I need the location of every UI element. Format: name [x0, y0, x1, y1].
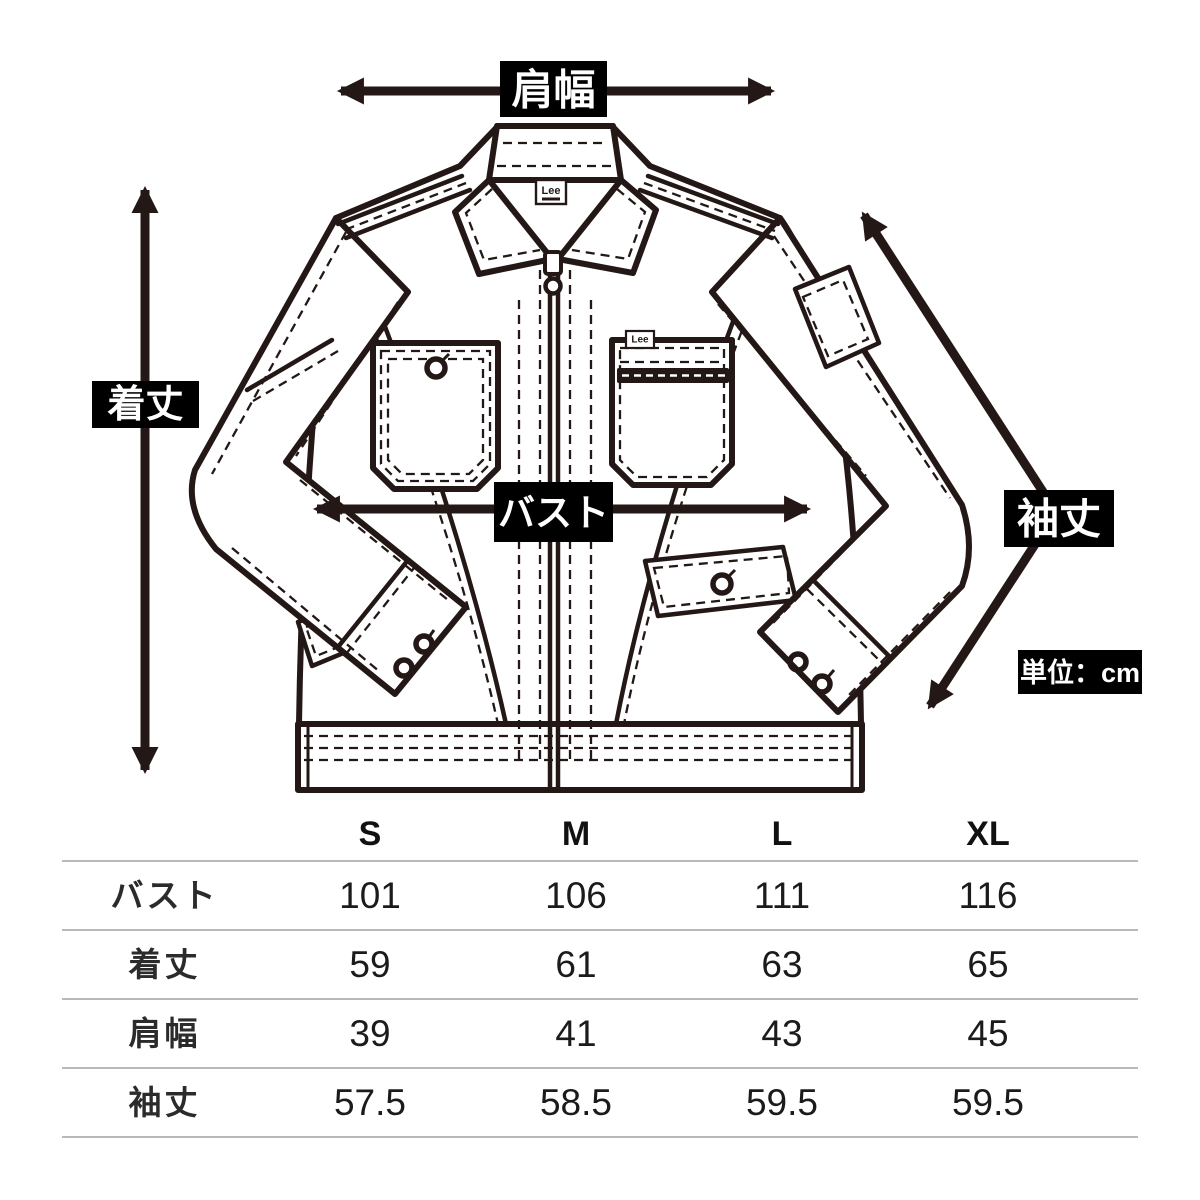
cell-value: 43 — [761, 1013, 803, 1054]
table-row-body-length: 着丈 59 61 63 65 — [62, 931, 1138, 1000]
cell-value: 41 — [555, 1013, 597, 1054]
unit-note: 単位：cm — [1018, 650, 1142, 694]
cell-value: 45 — [967, 1013, 1009, 1054]
body-length-label-text: 着丈 — [107, 384, 183, 426]
body-length-label: 着丈 — [92, 381, 199, 428]
table-row-shoulder-width: 肩幅 39 41 43 45 — [62, 1000, 1138, 1069]
collar-brand-tag — [534, 178, 568, 206]
header-cell-size: M — [561, 815, 591, 853]
bust-label: バスト — [494, 482, 613, 542]
header-cell-size: S — [358, 815, 382, 853]
table-row-bust: バスト 101 106 111 116 — [62, 862, 1138, 931]
cell-value: 59.5 — [951, 1082, 1024, 1123]
right-chest-pocket: Lee — [609, 329, 735, 488]
table-row-sleeve-length: 袖丈 57.5 58.5 59.5 59.5 — [62, 1069, 1138, 1138]
zipper-slider — [543, 250, 563, 276]
cell-value: 111 — [753, 875, 811, 916]
unit-note-text: 単位：cm — [1020, 657, 1140, 688]
jacket-collar: Lee — [335, 123, 781, 296]
cell-value: 65 — [967, 944, 1009, 985]
cell-value: 58.5 — [539, 1082, 612, 1123]
cell-value: 57.5 — [333, 1082, 406, 1123]
header-cell-size: L — [771, 815, 793, 853]
bust-label-text: バスト — [498, 493, 609, 534]
left-chest-pocket — [370, 340, 501, 492]
pocket-brand-tag-text: Lee — [631, 335, 649, 346]
row-label: 肩幅 — [128, 1015, 201, 1052]
pocket-brand-tag — [624, 329, 656, 350]
cell-value: 39 — [349, 1013, 391, 1054]
shoulder-width-label-text: 肩幅 — [511, 67, 595, 114]
sleeve-length-label-text: 袖丈 — [1017, 496, 1101, 543]
sleeve-length-label: 袖丈 — [1004, 490, 1114, 547]
zipper-pull-ring — [543, 276, 563, 296]
cell-value: 116 — [958, 875, 1018, 916]
collar-brand-tag-text: Lee — [542, 185, 561, 197]
cell-value: 59.5 — [745, 1082, 818, 1123]
cell-value: 101 — [339, 875, 401, 916]
row-label: 着丈 — [128, 946, 201, 983]
cell-value: 61 — [555, 944, 597, 985]
size-table-header-row: S M L XL — [62, 808, 1138, 862]
measurement-annotations: 肩幅 着丈 バスト 袖丈 単位：cm — [92, 61, 1142, 775]
row-label: 袖丈 — [128, 1084, 201, 1121]
shoulder-width-label: 肩幅 — [500, 61, 607, 117]
cell-value: 63 — [761, 944, 803, 985]
header-cell-size: XL — [966, 815, 1010, 853]
jacket-illustration: Lee — [188, 123, 972, 793]
cell-value: 59 — [349, 944, 391, 985]
cell-value: 106 — [545, 875, 607, 916]
jacket-sleeve-right — [709, 215, 972, 715]
size-table: S M L XL バスト 101 106 111 116 着丈 59 61 63… — [62, 808, 1138, 1138]
row-label: バスト — [110, 877, 219, 914]
